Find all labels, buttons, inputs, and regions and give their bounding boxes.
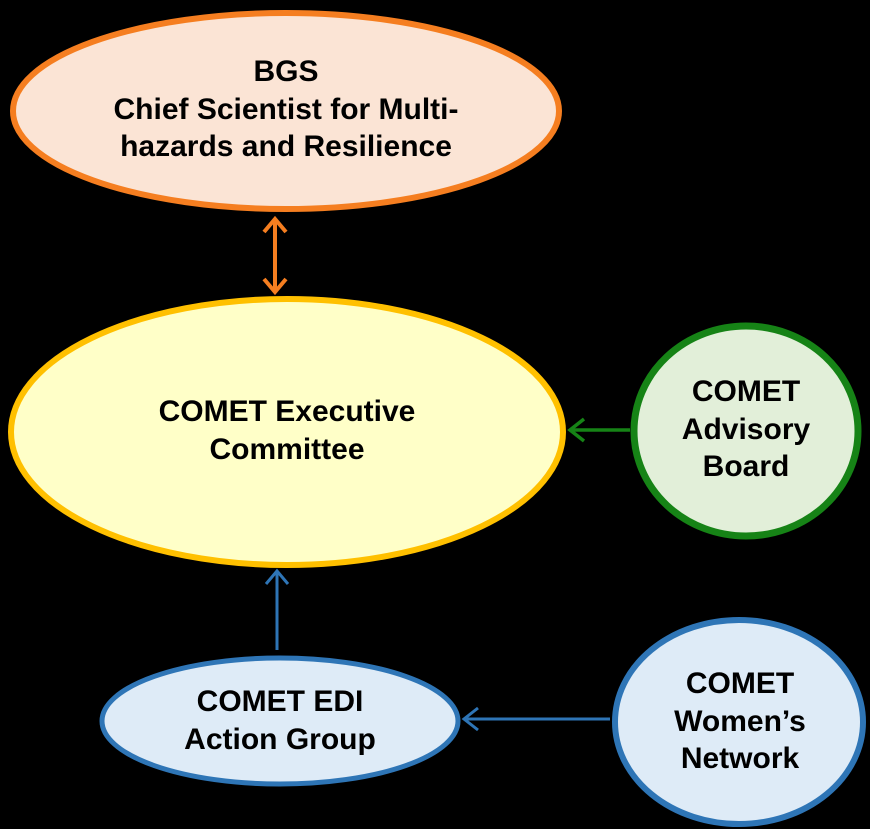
executive-committee-node-shape [8,296,566,568]
arrow-edi-to-executive-icon [264,568,290,650]
bgs-node-shape [10,10,562,212]
womens-network-node-shape [612,617,866,827]
arrow-advisory-to-executive-icon [567,417,630,443]
arrow-bgs-executive-icon [262,215,288,296]
edi-action-group-node-shape [99,655,461,787]
arrow-womens-to-edi-icon [461,706,610,732]
advisory-board-node-shape [630,322,862,540]
